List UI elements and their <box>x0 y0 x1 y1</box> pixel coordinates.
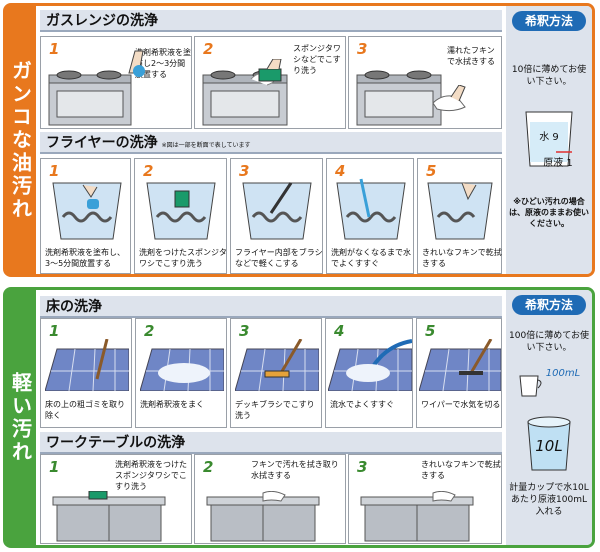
section-band: 軽い汚れ <box>6 290 36 545</box>
fryer-step-4: 4 洗剤がなくなるまで水でよくすすぐ <box>326 158 414 274</box>
step-number: 1 <box>49 322 60 340</box>
dilution-title: 希釈方法 <box>512 295 586 315</box>
heavy-grease-section: ガンコな油汚れ ガスレンジの洗浄 1 洗剤希釈液を塗布し2〜3分間放置する 2 … <box>3 3 595 277</box>
step-caption: 洗剤希釈液をつけたスポンジタワシでこすり洗う <box>115 460 187 491</box>
floor-step-4: 4 流水でよくすすぐ <box>325 318 413 428</box>
floor-step-2: 2 洗剤希釈液をまく <box>135 318 227 428</box>
step-caption: きれいなフキンで乾拭きする <box>422 248 502 268</box>
dilution-box-2: 希釈方法 100倍に薄めてお使い下さい。 100mL 10L 計量カップで水10… <box>506 290 592 545</box>
step-number: 1 <box>49 40 60 58</box>
fryer-step-5: 5 きれいなフキンで乾拭きする <box>417 158 502 274</box>
floor-tiles-illustration <box>328 339 412 391</box>
beaker-icon <box>525 111 573 167</box>
floor-tiles-illustration <box>45 339 129 391</box>
step-caption: 洗剤をつけたスポンジタワシでこすり洗う <box>139 248 227 268</box>
worktable-illustration <box>52 491 166 542</box>
dilution-text-2: 計量カップで水10Lあたり原液100mL入れる <box>509 483 589 517</box>
step-caption: スポンジタワシなどでこすり洗う <box>293 44 341 75</box>
step-caption: 洗剤希釈液を塗布し2〜3分間放置する <box>135 48 191 79</box>
gas-range-illustration <box>202 70 288 126</box>
worktable-title: ワークテーブルの洗浄 <box>40 432 502 454</box>
measuring-cup-icon <box>519 375 542 397</box>
floor-tiles-illustration <box>140 348 224 391</box>
step-number: 2 <box>143 162 154 180</box>
worktable-illustration <box>360 491 474 542</box>
step-number: 3 <box>239 162 250 180</box>
step-caption: フライヤー内部をブラシなどで軽くこする <box>235 248 323 268</box>
step-caption: デッキブラシでこすり洗う <box>235 400 315 420</box>
floor-tiles-illustration <box>235 339 319 391</box>
step-caption: 洗剤希釈液を塗布し、3〜5分間放置する <box>45 248 125 268</box>
gas-step-1: 1 洗剤希釈液を塗布し2〜3分間放置する <box>40 36 192 129</box>
step-number: 3 <box>357 40 368 58</box>
fryer-illustration <box>427 182 493 240</box>
light-dirt-section: 軽い汚れ 床の洗浄 1 床の上の粗ゴミを取り除く 2 洗剤希釈液をまく 3 デッ… <box>3 287 595 548</box>
fryer-step-3: 3 フライヤー内部をブラシなどで軽くこする <box>230 158 323 274</box>
water-label: 水 9 <box>539 132 559 143</box>
fryer-illustration <box>242 182 312 240</box>
step-number: 2 <box>203 458 214 476</box>
step-number: 5 <box>426 162 437 180</box>
band-label: 軽い汚れ <box>8 371 33 464</box>
bucket-icon <box>527 416 571 471</box>
fryer-title-text: フライヤーの洗浄 <box>46 135 158 151</box>
cloth-wipe-icon <box>432 85 466 112</box>
fryer-step-2: 2 洗剤をつけたスポンジタワシでこすり洗う <box>134 158 227 274</box>
step-number: 4 <box>335 162 346 180</box>
gas-range-illustration <box>48 70 132 126</box>
step-number: 3 <box>239 322 250 340</box>
step-caption: フキンで汚れを拭き取り水拭きする <box>251 460 339 480</box>
fryer-step-1: 1 洗剤希釈液を塗布し、3〜5分間放置する <box>40 158 131 274</box>
floor-title-text: 床の洗浄 <box>46 299 102 315</box>
floor-step-3: 3 デッキブラシでこすり洗う <box>230 318 322 428</box>
step-caption: ワイパーで水気を切る <box>421 400 501 409</box>
fryer-illustration <box>146 182 216 240</box>
step-number: 1 <box>49 458 60 476</box>
step-number: 5 <box>425 322 436 340</box>
fryer-title: フライヤーの洗浄※図は一部を断面で表しています <box>40 132 502 154</box>
floor-title: 床の洗浄 <box>40 296 502 318</box>
step-number: 3 <box>357 458 368 476</box>
step-caption: 洗剤がなくなるまで水でよくすすぐ <box>331 248 411 268</box>
concentrate-label: 原液 1 <box>543 158 573 169</box>
cup-label: 100mL <box>545 368 581 379</box>
gas-step-2: 2 スポンジタワシなどでこすり洗う <box>194 36 346 129</box>
gas-range-title-text: ガスレンジの洗浄 <box>46 13 158 29</box>
table-step-3: 3 きれいなフキンで乾拭きする <box>348 454 502 544</box>
fryer-note: ※図は一部を断面で表しています <box>161 142 251 149</box>
sponge-icon <box>258 59 282 82</box>
fryer-illustration <box>336 178 406 240</box>
band-label: ガンコな油汚れ <box>8 59 33 221</box>
worktable-illustration <box>206 491 320 542</box>
dilution-warning: ※ひどい汚れの場合は、原液のままお使いください。 <box>509 197 589 228</box>
step-number: 2 <box>144 322 155 340</box>
gas-step-3: 3 濡れたフキンで水拭きする <box>348 36 502 129</box>
step-number: 4 <box>334 322 345 340</box>
dilution-title: 希釈方法 <box>512 11 586 31</box>
gas-range-title: ガスレンジの洗浄 <box>40 10 502 32</box>
dilution-text: 10倍に薄めてお使い下さい。 <box>511 65 587 87</box>
bucket-label: 10L <box>535 437 563 455</box>
step-caption: 流水でよくすすぐ <box>330 400 394 409</box>
section-band: ガンコな油汚れ <box>6 6 36 274</box>
step-caption: きれいなフキンで乾拭きする <box>421 460 501 480</box>
hand-spray-icon <box>128 50 145 77</box>
table-step-2: 2 フキンで汚れを拭き取り水拭きする <box>194 454 346 544</box>
floor-step-5: 5 ワイパーで水気を切る <box>416 318 502 428</box>
step-number: 2 <box>203 40 214 58</box>
step-caption: 濡れたフキンで水拭きする <box>447 46 495 66</box>
table-step-1: 1 洗剤希釈液をつけたスポンジタワシでこすり洗う <box>40 454 192 544</box>
floor-tiles-illustration <box>419 339 501 391</box>
fryer-illustration <box>52 182 122 240</box>
floor-step-1: 1 床の上の粗ゴミを取り除く <box>40 318 132 428</box>
step-caption: 洗剤希釈液をまく <box>140 400 204 409</box>
gas-range-illustration <box>356 70 442 126</box>
dilution-text: 100倍に薄めてお使い下さい。 <box>509 331 589 353</box>
step-number: 1 <box>49 162 60 180</box>
dilution-box: 希釈方法 10倍に薄めてお使い下さい。 水 9 原液 1 ※ひどい汚れの場合は、… <box>506 6 592 274</box>
worktable-title-text: ワークテーブルの洗浄 <box>46 435 186 451</box>
step-caption: 床の上の粗ゴミを取り除く <box>45 400 125 420</box>
